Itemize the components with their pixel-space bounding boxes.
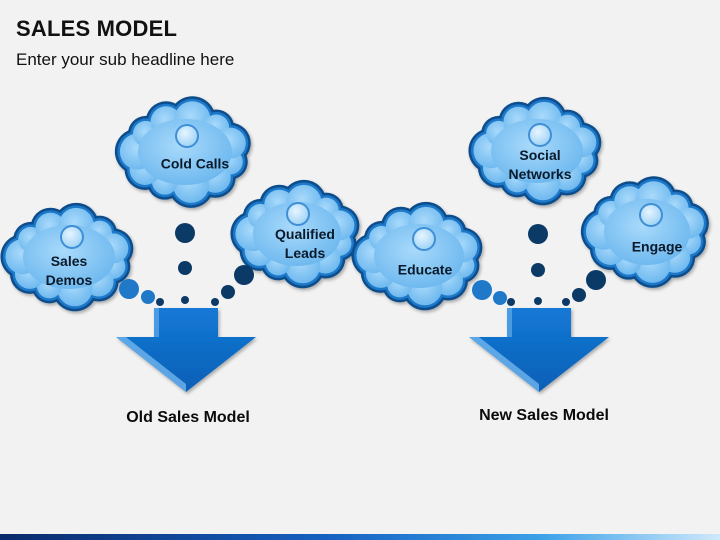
new-model-down-arrow [469,308,609,392]
cloud-label-engage: Engage [631,238,683,255]
page-subtitle: Enter your sub headline here [16,50,235,69]
cloud-label-qualified-leads: Qualified Leads [275,226,335,261]
dot-cold-calls-3 [181,296,189,304]
dot-sales-demos-3 [156,298,164,306]
cloud-engage-knob [641,205,661,225]
dot-educate-2 [493,291,507,305]
dot-cold-calls-2 [178,261,192,275]
dot-cold-calls-1 [175,223,195,243]
page-title: SALES MODEL [16,16,178,41]
cloud-cold-calls-knob [177,126,197,146]
new-sales-model-label: New Sales Model [479,407,609,424]
cloud-label-sales-demos: Sales Demos [45,253,93,288]
dot-sales-demos-1 [119,279,139,299]
dot-engage-1 [586,270,606,290]
dot-social-networks-1 [528,224,548,244]
cloud-cold-calls [114,96,251,208]
dot-qualified-leads-2 [221,285,235,299]
cloud-qualified-leads-knob [288,204,308,224]
cloud-sales-demos [0,202,134,312]
cloud-educate [351,201,483,311]
dot-sales-demos-2 [141,290,155,304]
dot-social-networks-2 [531,263,545,277]
cloud-engage [580,176,709,288]
dot-qualified-leads-1 [234,265,254,285]
cloud-label-cold-calls: Cold Calls [160,155,230,172]
cloud-social-networks [468,96,602,206]
dot-educate-1 [472,280,492,300]
dot-engage-2 [572,288,586,302]
old-model-down-arrow [116,308,256,392]
footer-bar [0,534,720,540]
cloud-educate-knob [414,229,434,249]
cloud-sales-demos-knob [62,227,82,247]
dot-engage-3 [562,298,570,306]
dot-educate-3 [507,298,515,306]
dot-qualified-leads-3 [211,298,219,306]
cloud-qualified-leads [230,179,360,289]
dot-social-networks-3 [534,297,542,305]
cloud-social-networks-knob [530,125,550,145]
cloud-label-educate: Educate [397,261,453,278]
old-sales-model-label: Old Sales Model [126,409,250,426]
cloud-label-social-networks: Social Networks [508,147,572,182]
